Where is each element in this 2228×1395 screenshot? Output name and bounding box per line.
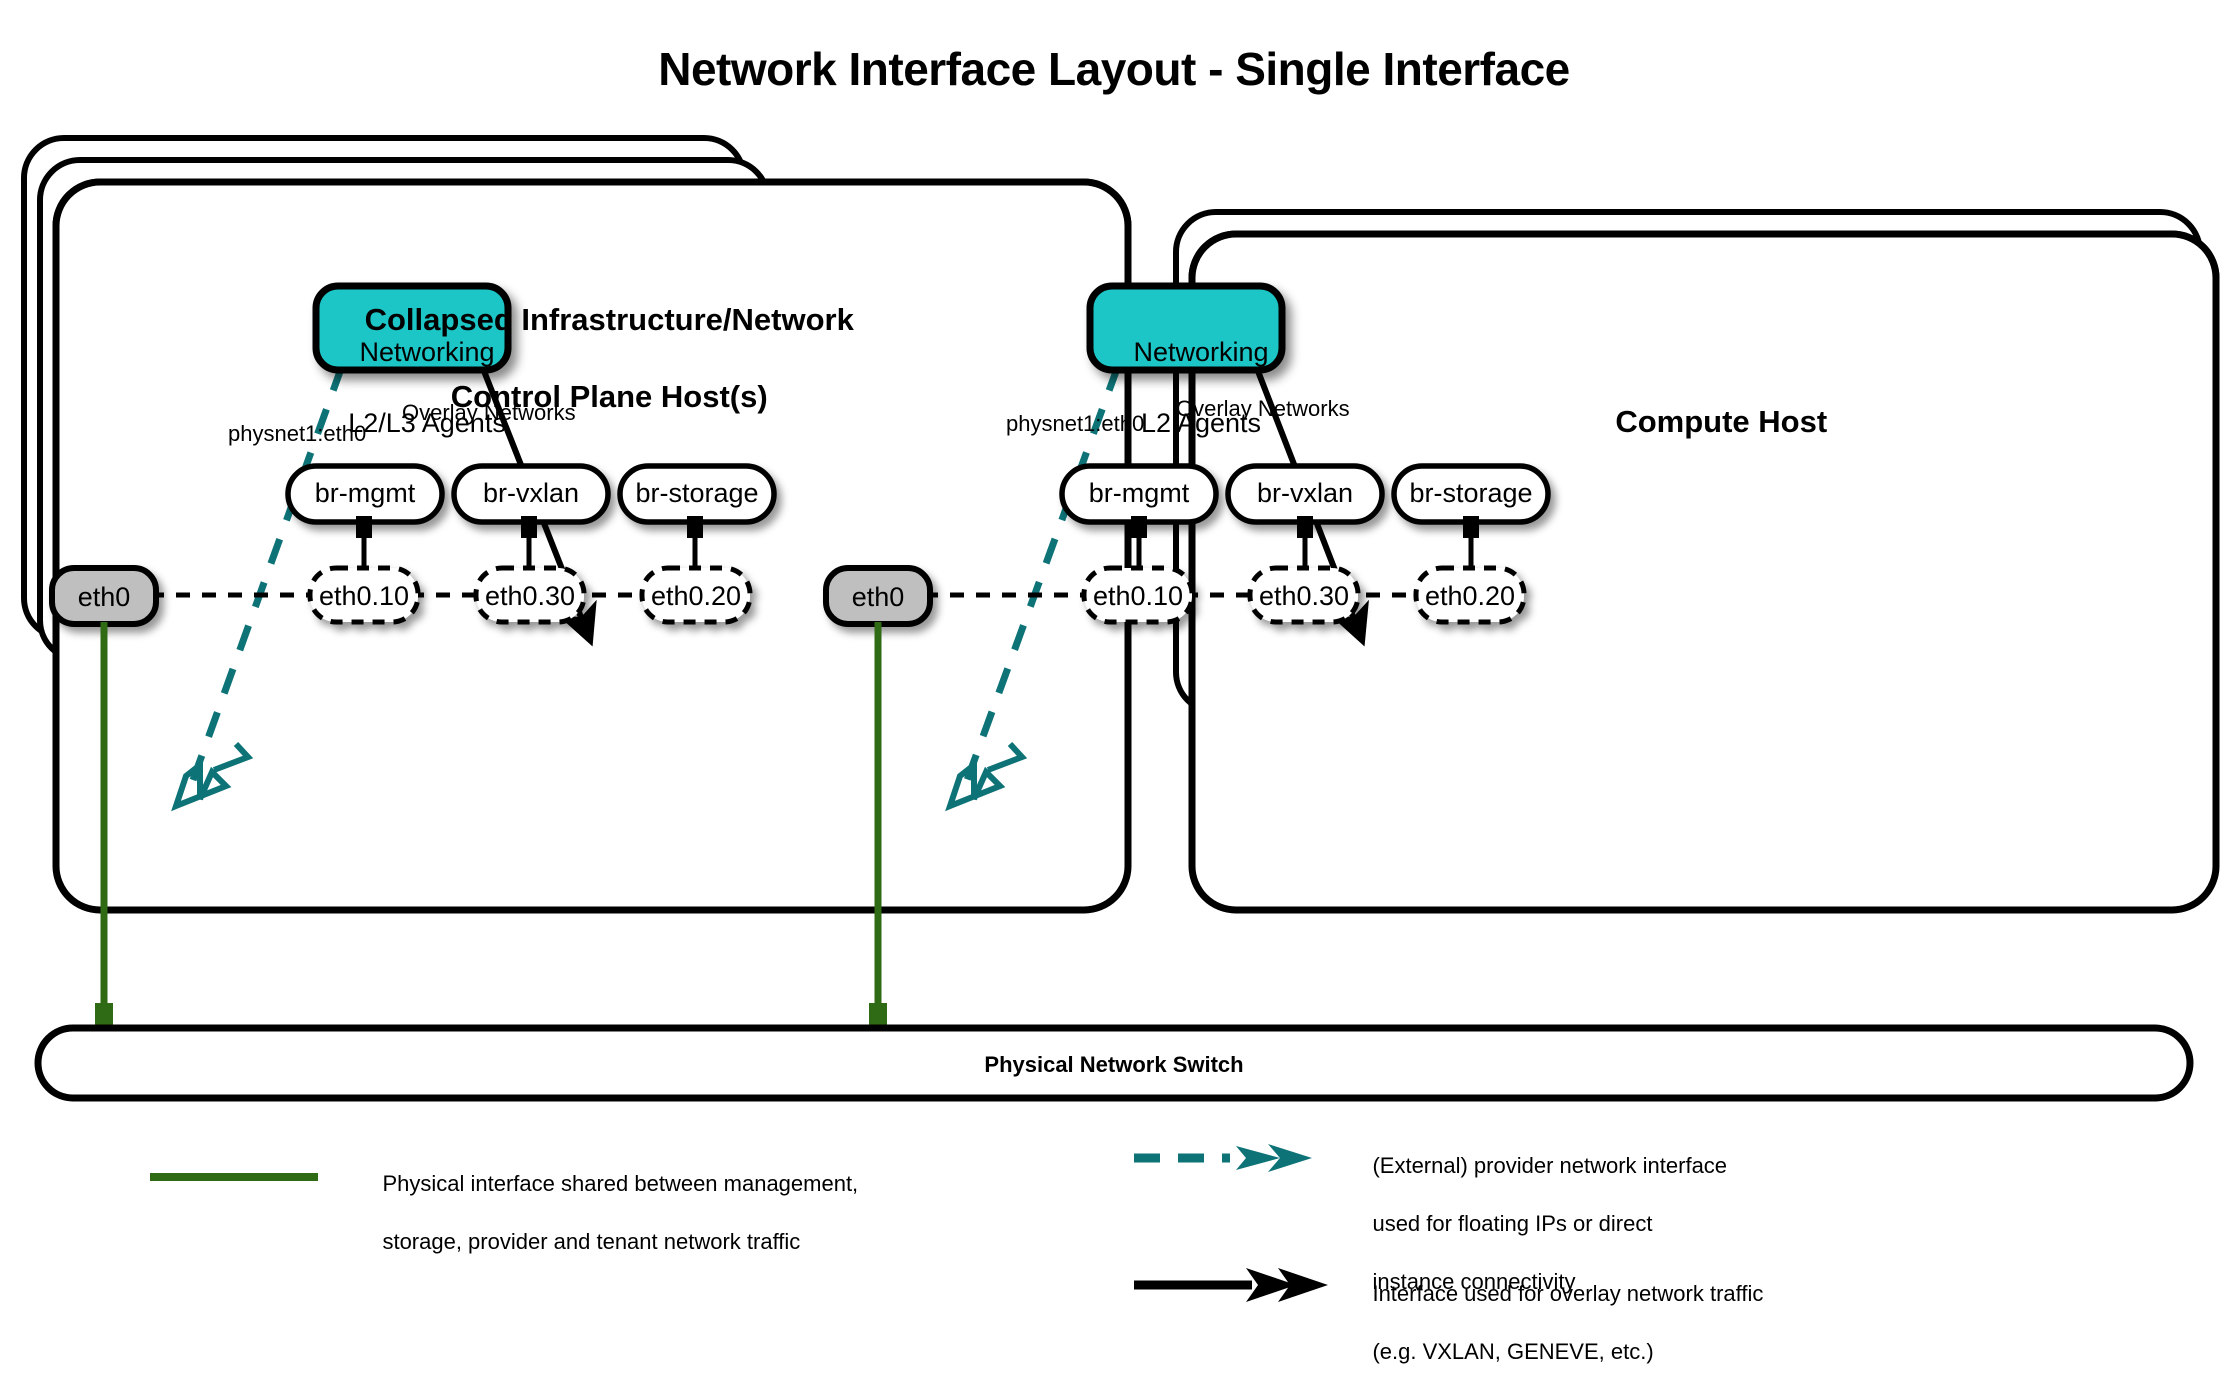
control-plane-vlan-0-label[interactable]: eth0.10 bbox=[318, 581, 410, 611]
compute-provider-edge-label: physnet1:eth0 bbox=[1006, 411, 1145, 436]
page-title: Network Interface Layout - Single Interf… bbox=[658, 43, 1570, 95]
legend-item-physical-interface: Physical interface shared between manage… bbox=[358, 1140, 978, 1285]
compute-bridge-0-label[interactable]: br-mgmt bbox=[1088, 478, 1190, 508]
compute-bridge-2-label[interactable]: br-storage bbox=[1409, 478, 1533, 508]
compute-agent-node bbox=[1086, 282, 1286, 374]
control-plane-bridge-stems bbox=[356, 516, 703, 580]
control-plane-agent-label[interactable]: Networking L2/L3 Agents bbox=[316, 299, 508, 477]
legend-overlay-line2: (e.g. VXLAN, GENEVE, etc.) bbox=[1372, 1339, 1654, 1365]
diagram-canvas bbox=[21, 135, 2220, 1302]
compute-vlan-0-label[interactable]: eth0.10 bbox=[1092, 581, 1184, 611]
compute-agent-label[interactable]: Networking L2 Agents bbox=[1090, 299, 1282, 477]
compute-agent-line2: L2 Agents bbox=[1140, 407, 1262, 438]
legend-provider-line2: used for floating IPs or direct bbox=[1372, 1211, 1653, 1237]
control-plane-vlan-1-label[interactable]: eth0.30 bbox=[484, 581, 576, 611]
compute-host-title-line1: Compute Host bbox=[1615, 403, 1828, 439]
legend-swatch-provider-interface bbox=[1134, 1144, 1312, 1172]
physical-network-switch-label: Physical Network Switch bbox=[984, 1052, 1244, 1077]
control-plane-bridge-1-label[interactable]: br-vxlan bbox=[482, 478, 580, 508]
control-plane-agent-line1: Networking bbox=[359, 336, 495, 367]
legend-physical-line2: storage, provider and tenant network tra… bbox=[382, 1229, 801, 1255]
control-plane-bridge-0-label[interactable]: br-mgmt bbox=[314, 478, 416, 508]
compute-vlan-1-label[interactable]: eth0.30 bbox=[1258, 581, 1350, 611]
control-plane-vlan-2-label[interactable]: eth0.20 bbox=[650, 581, 742, 611]
control-plane-host-title-line1: Collapsed Infrastructure/Network bbox=[364, 301, 854, 337]
control-plane-host-title-line2: Control Plane Host(s) bbox=[450, 379, 768, 415]
compute-vlan-2-label[interactable]: eth0.20 bbox=[1424, 581, 1516, 611]
control-plane-overlay-edge-label: Overlay Networks bbox=[402, 400, 576, 425]
legend-overlay-line1: Interface used for overlay network traff… bbox=[1372, 1281, 1764, 1307]
legend-physical-line1: Physical interface shared between manage… bbox=[382, 1171, 859, 1197]
compute-nic-label[interactable]: eth0 bbox=[851, 582, 905, 612]
control-plane-physical-cable bbox=[95, 622, 113, 1031]
control-plane-agent-line2: L2/L3 Agents bbox=[348, 407, 506, 438]
compute-agent-line1: Networking bbox=[1133, 336, 1269, 367]
compute-bridges bbox=[1059, 463, 1551, 525]
control-plane-nic-label[interactable]: eth0 bbox=[77, 582, 131, 612]
legend-provider-line3: instance connectivity bbox=[1372, 1269, 1576, 1295]
physical-network-switch bbox=[34, 1024, 2194, 1102]
control-plane-provider-link bbox=[171, 364, 346, 812]
compute-host-panel bbox=[1188, 230, 2220, 914]
legend-swatch-overlay-interface bbox=[1134, 1268, 1328, 1302]
diagram-root: Network Interface Layout - Single Interf… bbox=[21, 43, 2220, 1364]
control-plane-agent-node bbox=[312, 282, 512, 374]
compute-overlay-edge-label: Overlay Networks bbox=[1176, 396, 1350, 421]
legend-provider-line1: (External) provider network interface bbox=[1372, 1153, 1728, 1179]
control-plane-bridge-2-label[interactable]: br-storage bbox=[635, 478, 759, 508]
control-plane-provider-edge-label: physnet1:eth0 bbox=[228, 421, 367, 446]
compute-vlans bbox=[1081, 565, 1527, 625]
compute-host-title: Compute Host bbox=[1192, 364, 2216, 480]
compute-physical-cable bbox=[869, 622, 887, 1031]
legend-item-overlay-interface: Interface used for overlay network traff… bbox=[1348, 1250, 2048, 1395]
legend-item-provider-interface: (External) provider network interface us… bbox=[1348, 1122, 2048, 1325]
control-plane-vlans bbox=[307, 565, 753, 625]
compute-bridge-1-label[interactable]: br-vxlan bbox=[1256, 478, 1354, 508]
compute-provider-link bbox=[945, 364, 1122, 812]
control-plane-host-title: Collapsed Infrastructure/Network Control… bbox=[56, 262, 1128, 456]
